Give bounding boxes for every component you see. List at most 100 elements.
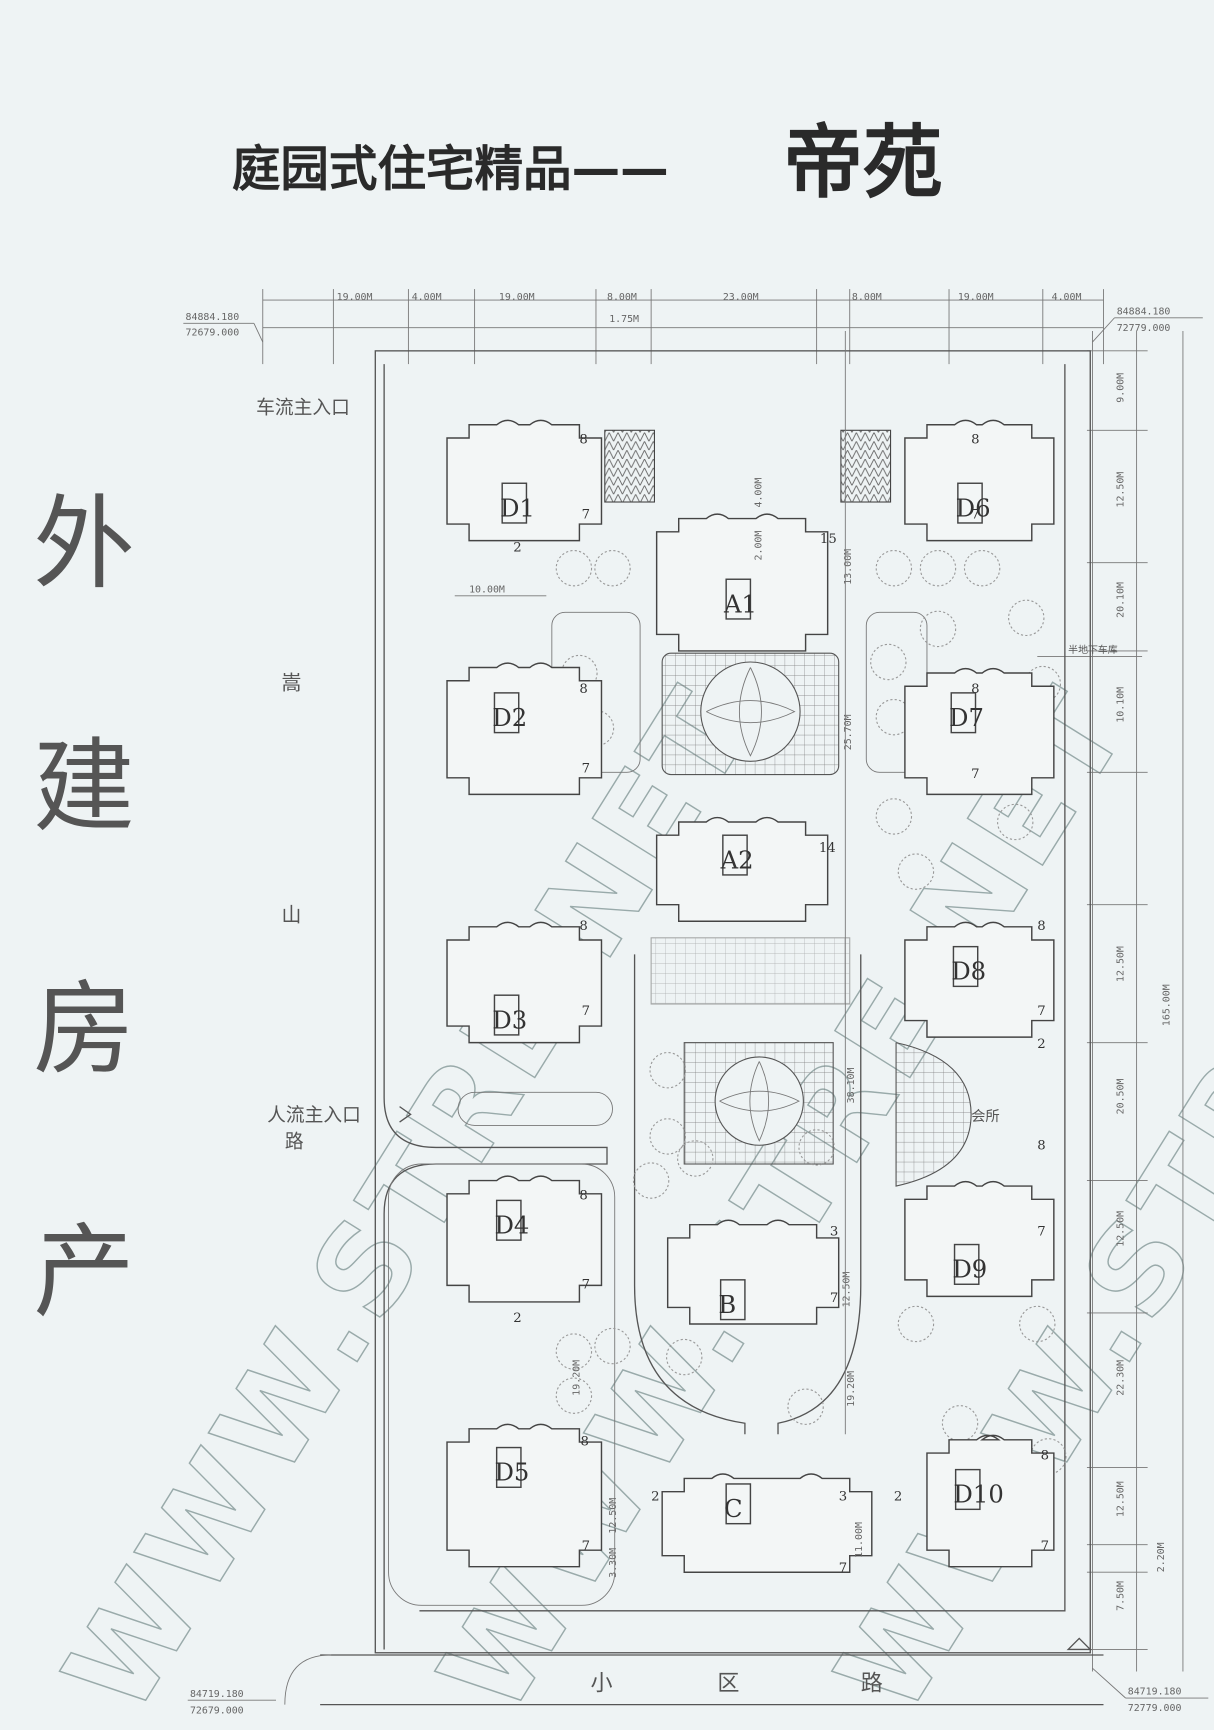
unit-mark: 2	[894, 1490, 902, 1505]
unit-mark: 7	[582, 1004, 590, 1019]
svg-text:2.00M: 2.00M	[753, 531, 764, 561]
unit-mark: 15	[820, 532, 837, 547]
tree-icon	[870, 643, 907, 681]
svg-text:12.50M: 12.50M	[842, 1272, 853, 1308]
building-label: D8	[951, 957, 986, 986]
svg-text:产: 产	[33, 1213, 135, 1331]
building-label: A2	[720, 845, 754, 874]
tree-icon	[897, 1305, 935, 1343]
svg-text:区: 区	[717, 1671, 739, 1696]
svg-text:84719.180: 84719.180	[190, 1689, 244, 1700]
svg-text:11.00M: 11.00M	[854, 1522, 865, 1558]
unit-mark: 3	[830, 1225, 838, 1240]
svg-text:8.00M: 8.00M	[607, 292, 637, 303]
tree-icon	[594, 550, 631, 587]
tree-icon	[555, 1377, 593, 1414]
svg-text:12.50M: 12.50M	[608, 1498, 619, 1534]
svg-text:19.20M: 19.20M	[571, 1360, 582, 1396]
district-road-label: 小 区 路	[590, 1671, 882, 1696]
tree-icon	[649, 1118, 686, 1155]
tree-icon	[997, 803, 1034, 841]
svg-text:小: 小	[590, 1671, 612, 1696]
svg-text:23.00M: 23.00M	[723, 292, 759, 303]
building-d4: D4	[446, 1175, 603, 1303]
tree-icon	[1019, 1305, 1056, 1343]
unit-mark: 14	[819, 841, 836, 856]
building-c: C	[661, 1473, 873, 1573]
svg-text:路: 路	[861, 1671, 883, 1696]
svg-text:4.00M: 4.00M	[1052, 292, 1082, 303]
tree-icon	[594, 1327, 631, 1365]
unit-mark: 7	[1037, 1225, 1045, 1240]
svg-text:84884.180: 84884.180	[1117, 306, 1171, 317]
title-name: 帝苑	[784, 116, 943, 209]
tree-icon	[677, 1140, 714, 1177]
company-name-vertical: 外 建 房 产	[33, 485, 135, 1331]
svg-text:4.00M: 4.00M	[753, 478, 764, 508]
mountain-label-1: 嵩	[282, 672, 302, 695]
tree-icon	[1008, 599, 1045, 637]
unit-mark: 7	[839, 1561, 847, 1576]
underground-garage-label: 半地下车库	[1068, 643, 1118, 656]
building-d9: D9	[904, 1180, 1055, 1298]
tree-icon	[897, 853, 935, 890]
unit-mark: 8	[971, 682, 979, 697]
tree-icon	[798, 1129, 835, 1166]
building-d2: D2	[446, 662, 603, 796]
svg-text:3.30M: 3.30M	[608, 1548, 619, 1578]
central-plaza-2	[650, 937, 972, 1187]
svg-text:72679.000: 72679.000	[190, 1705, 244, 1716]
unit-mark: 8	[579, 433, 587, 448]
tree-icon	[875, 798, 913, 835]
tree-icon	[919, 610, 957, 648]
unit-mark: 7	[971, 508, 979, 523]
svg-text:25.70M: 25.70M	[843, 714, 854, 750]
right-dimension-label: 9.00M	[1115, 373, 1126, 403]
top-dimension-chain: 19.00M 4.00M 19.00M 8.00M 23.00M 8.00M 1…	[262, 289, 1104, 365]
unit-mark: 2	[651, 1490, 659, 1505]
right-dimension-label: 22.30M	[1115, 1360, 1126, 1396]
right-dimension-label: 12.50M	[1115, 1481, 1126, 1517]
vehicle-entrance-label: 车流主入口	[256, 397, 350, 419]
unit-mark: 7	[971, 767, 979, 782]
building-label: D7	[949, 703, 984, 732]
unit-mark: 7	[830, 1291, 838, 1306]
svg-text:165.00M: 165.00M	[1162, 984, 1173, 1026]
right-dimension-label: 10.10M	[1115, 687, 1126, 723]
svg-text:建: 建	[33, 728, 135, 846]
svg-text:19.00M: 19.00M	[958, 292, 994, 303]
right-dimension-chain: 9.00M12.50M20.10M10.10M12.50M20.50M12.50…	[1037, 330, 1184, 1672]
unit-mark: 8	[581, 1434, 589, 1449]
mountain-label-2: 山	[282, 903, 302, 926]
unit-mark: 2	[1037, 1037, 1045, 1052]
watermark: WWW.STRE.NET WWW.STRE.NET WWW.STRE.NET	[36, 662, 1214, 1730]
building-d8: D8	[904, 921, 1055, 1038]
parking-hatch	[604, 429, 892, 503]
svg-text:84719.180: 84719.180	[1128, 1687, 1182, 1698]
tree-icon	[875, 550, 913, 587]
unit-mark: 8	[1037, 1139, 1045, 1154]
road-label: 路	[285, 1130, 304, 1152]
right-dimension-label: 12.50M	[1115, 1211, 1126, 1247]
building-d6: D6	[904, 419, 1055, 542]
unit-mark: 2	[513, 1311, 521, 1326]
building-label: D9	[952, 1255, 987, 1284]
inner-dimensions: 10.00M 2.00M 4.00M 13.00M 25.70M 38.10M …	[454, 330, 865, 1578]
building-label: D5	[494, 1458, 529, 1487]
tree-icon	[666, 1338, 703, 1376]
unit-mark: 7	[582, 1278, 590, 1293]
svg-text:19.00M: 19.00M	[499, 292, 535, 303]
svg-text:WWW.STRE.NET: WWW.STRE.NET	[37, 663, 781, 1730]
building-a2: A2	[655, 816, 829, 922]
building-d7: D7	[904, 667, 1055, 796]
svg-text:4.00M: 4.00M	[412, 292, 442, 303]
unit-mark: 8	[971, 433, 979, 448]
building-label: D3	[492, 1005, 527, 1034]
building-label: D2	[492, 703, 527, 732]
svg-text:72779.000: 72779.000	[1117, 323, 1171, 334]
building-label: D4	[494, 1211, 529, 1240]
building-d5: D5	[446, 1423, 603, 1568]
